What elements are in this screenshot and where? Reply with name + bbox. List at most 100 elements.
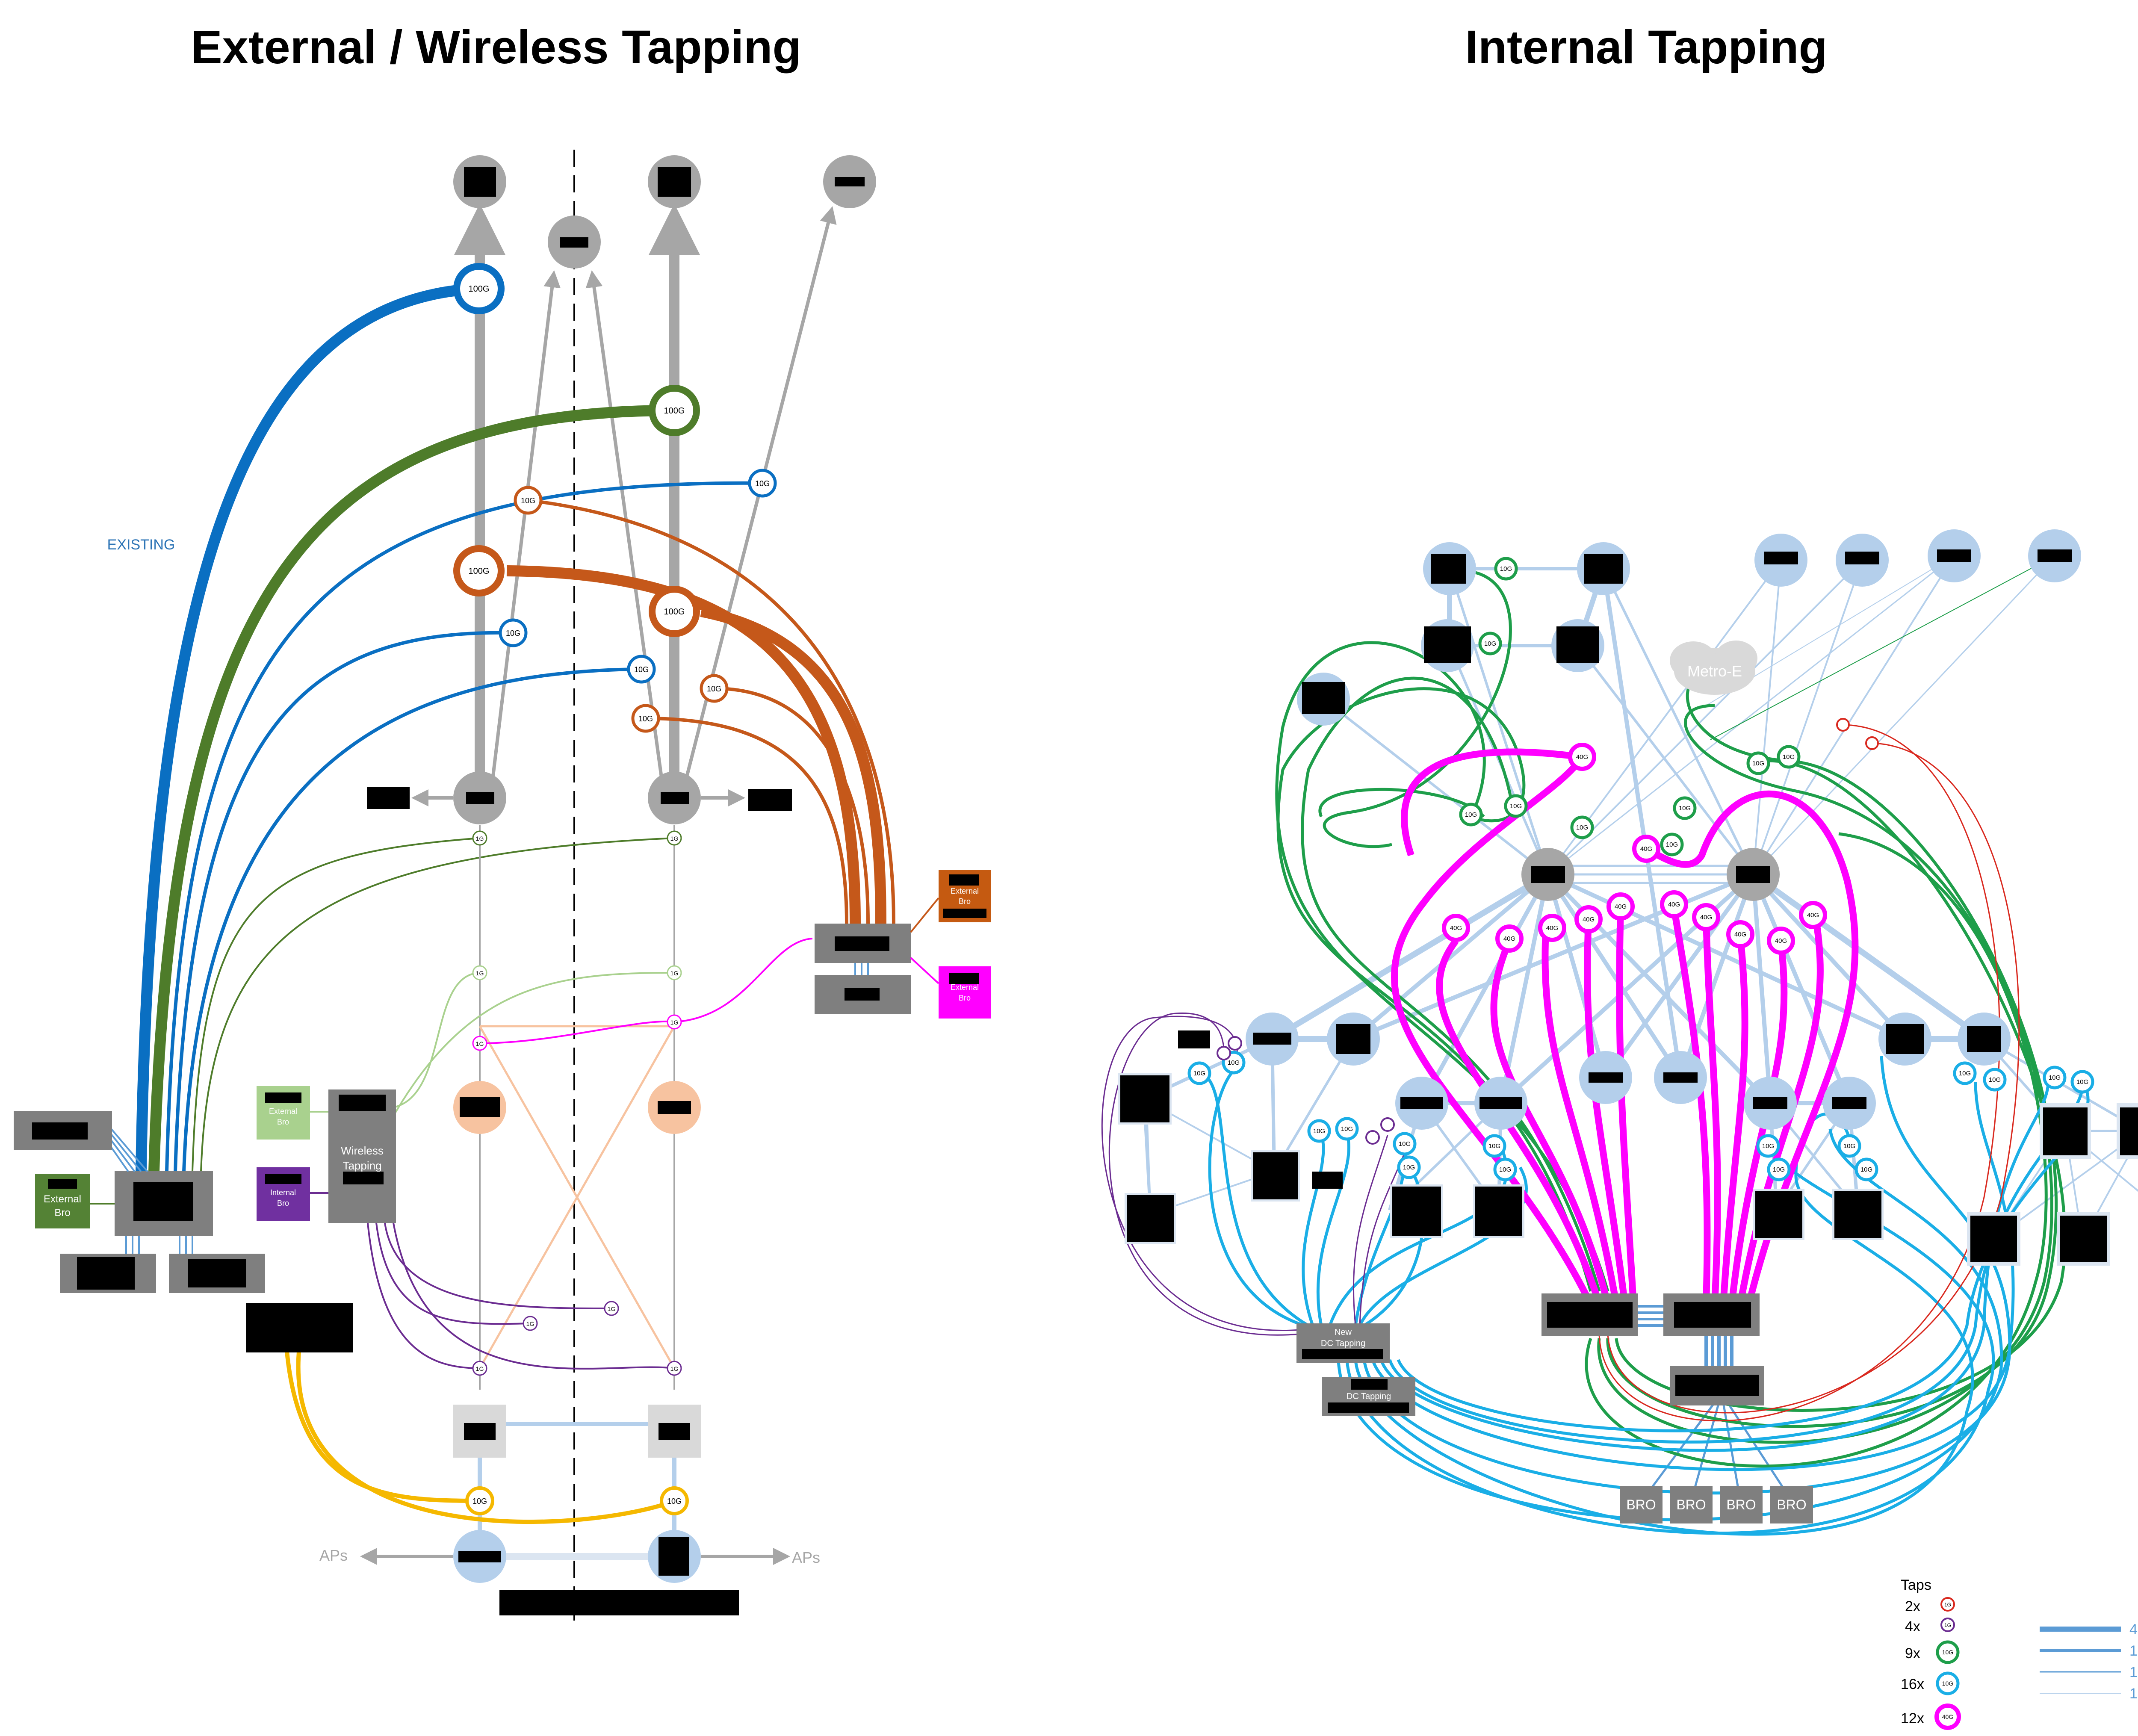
external-bro-orange-label-1: External (951, 887, 979, 895)
tap-label: 10G (1860, 1166, 1872, 1173)
gray-box-top-left (14, 1111, 112, 1150)
legend-tap-purple-icon (1940, 1618, 1955, 1632)
tap-box-main (115, 1171, 213, 1236)
legend-count-3: 9x (1905, 1645, 1920, 1662)
magenta-1g-2 (674, 938, 813, 1023)
mid-node-1 (1246, 1013, 1299, 1066)
green-1g-curve-2 (200, 837, 675, 1172)
redacted-small-1 (1178, 1030, 1210, 1048)
mid-node-2 (1327, 1013, 1380, 1066)
sq-node-10 (1967, 1212, 2020, 1266)
orange-10g-curve-2 (714, 687, 870, 924)
purple-curve-3 (384, 1222, 612, 1309)
tap-10g-label: 10G (755, 479, 770, 488)
mid-node-10 (1958, 1013, 2011, 1066)
peach-node-right (648, 1081, 701, 1134)
external-bro-magenta-label-2: Bro (959, 994, 971, 1002)
redacted-box (246, 1303, 353, 1352)
purple-tap-1 (1228, 1036, 1242, 1051)
sq-node-1 (1118, 1073, 1172, 1125)
bro-box-4: BRO (1770, 1486, 1813, 1523)
tap-label: 10G (1465, 811, 1477, 818)
link-cross-1 (490, 270, 561, 787)
node-f (1754, 534, 1807, 587)
link-cross-2 (585, 270, 664, 787)
green-1g-curve-1 (192, 837, 480, 1172)
switch-left (453, 1405, 506, 1458)
red-tap-2 (1865, 736, 1879, 750)
tap-1g-label: 1G (608, 1305, 616, 1312)
sq-node-2 (1125, 1193, 1176, 1244)
tap-10g-label: 10G (521, 496, 535, 505)
node-d (1551, 619, 1604, 672)
new-dc-tapping-box: New DC Tapping (1296, 1323, 1390, 1363)
purple-tap-4 (1380, 1117, 1395, 1132)
tap-label: 40G (1546, 924, 1558, 932)
internal-bro-label-2: Bro (277, 1199, 289, 1208)
dc-box-right (1663, 1293, 1760, 1336)
tap-1g (667, 1361, 682, 1376)
left-title: External / Wireless Tapping (191, 21, 801, 74)
tap-label: 10G (1313, 1128, 1325, 1135)
tap-10g-label: 10G (638, 714, 653, 723)
tap-1g-label: 1G (476, 970, 484, 977)
tap-100g-orange-1 (453, 545, 505, 596)
legend-link-40g: 40G (2129, 1621, 2138, 1638)
redacted-bottom (499, 1590, 739, 1615)
tap-1g (472, 1361, 487, 1376)
tap-label: 40G (1503, 935, 1515, 942)
tap-1g-label: 1G (476, 1365, 484, 1372)
purple-curve-4 (393, 1222, 675, 1370)
cyan-taps (1187, 1051, 2094, 1181)
tap-1g (472, 965, 487, 980)
legend-tap-label-4: 10G (1942, 1680, 1953, 1687)
external-bro-orange-label-2: Bro (959, 897, 971, 906)
node-b (1577, 542, 1630, 595)
orange-box-link (910, 897, 939, 933)
purple-tap-3 (1365, 1130, 1380, 1145)
tap-label: 10G (1193, 1070, 1205, 1077)
node-g (1836, 534, 1889, 587)
bro-label-4: BRO (1777, 1497, 1806, 1512)
tap-10g-blue-1 (748, 469, 777, 498)
tap-100g-green-label: 100G (664, 406, 685, 416)
tap-label: 10G (1666, 841, 1678, 848)
blue-10g-curve-2 (174, 631, 514, 1172)
magenta-box-link (910, 957, 939, 984)
tap-1g (523, 1316, 538, 1331)
tap-label: 10G (1510, 803, 1522, 810)
purple-tap-2 (1217, 1046, 1231, 1060)
legend-tap-green-icon (1936, 1640, 1960, 1664)
tap-label: 10G (1488, 1143, 1500, 1150)
mid-node-5 (1579, 1051, 1632, 1104)
tap-100g-orange-2-label: 100G (664, 607, 685, 617)
mid-node-3 (1395, 1077, 1448, 1130)
lightgreen-curve-1 (393, 972, 480, 1108)
tap-label: 10G (1989, 1076, 2001, 1084)
tap-label: 10G (1959, 1070, 1971, 1077)
switch-right (648, 1405, 701, 1458)
redacted-left (367, 787, 410, 809)
purple-curve-1 (367, 1222, 480, 1369)
dc-box-bottom (1670, 1366, 1764, 1405)
legend: Taps 2x 1G 4x 1G 9x 10G 16x 10G 12x 40G … (1901, 1577, 2138, 1730)
node-a (1423, 542, 1476, 595)
tap-1g-label: 1G (670, 970, 679, 977)
sq-node-9 (2117, 1103, 2138, 1159)
dc-box-left (1541, 1293, 1638, 1336)
tap-label: 10G (1752, 760, 1764, 767)
legend-tap-label-3: 10G (1942, 1649, 1953, 1656)
tap-label: 10G (2076, 1078, 2088, 1086)
bro-label-3: BRO (1726, 1497, 1756, 1512)
tap-label: 40G (1775, 937, 1787, 945)
tap-1g-label: 1G (476, 835, 484, 842)
bro-label-2: BRO (1676, 1497, 1706, 1512)
ap-node-right (648, 1530, 701, 1583)
red-tap-1 (1836, 718, 1850, 732)
blue-bundle-bottom (125, 1236, 193, 1255)
tap-10g-label: 10G (634, 665, 649, 674)
bro-box-2: BRO (1670, 1486, 1713, 1523)
tap-label: 10G (1679, 805, 1691, 812)
green-100g-curve (148, 405, 675, 1172)
